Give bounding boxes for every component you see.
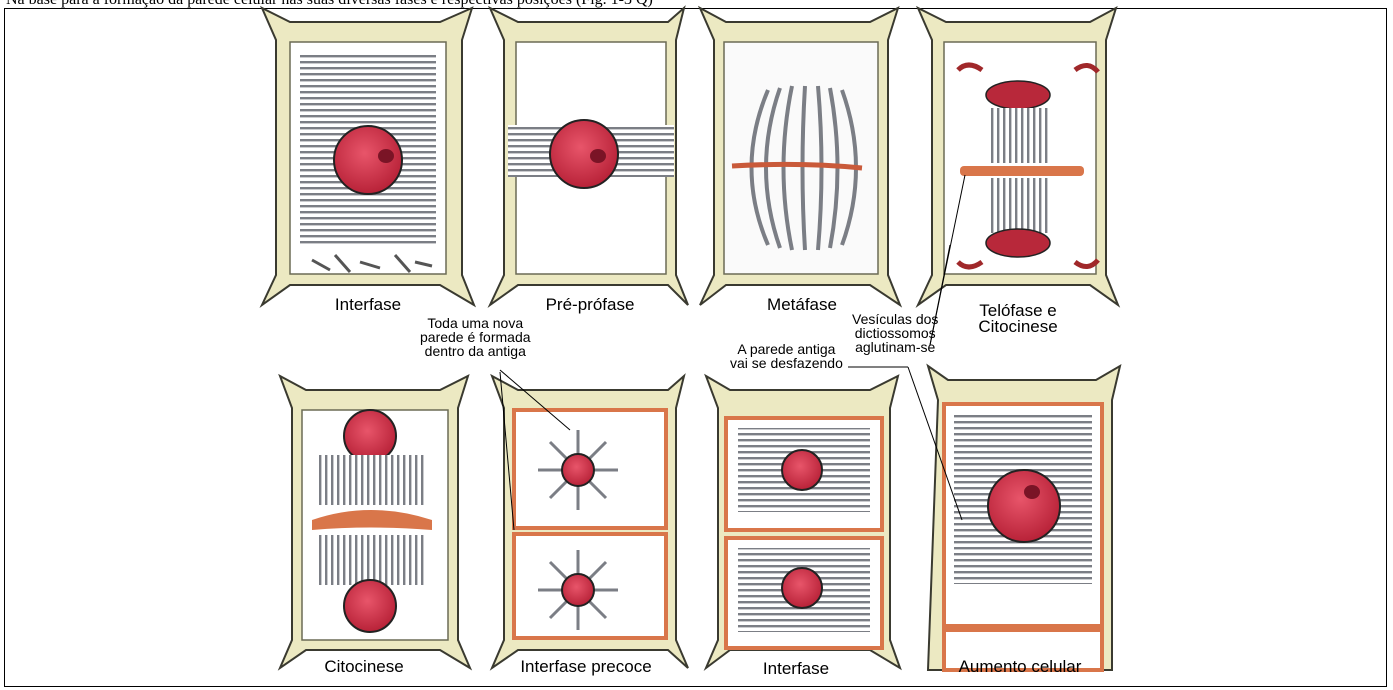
note-vesiculas-line2: dictiossomos [852, 326, 938, 340]
label-aumento-celular: Aumento celular [959, 658, 1082, 676]
label-telofase-line2: Citocinese [978, 318, 1057, 336]
label-citocinese: Citocinese [324, 658, 403, 676]
label-metafase: Metáfase [767, 296, 837, 314]
label-interfase-precoce: Interfase precoce [520, 658, 651, 676]
cell-aumento-celular [928, 366, 1120, 670]
note-vesiculas-line3: aglutinam-se [852, 340, 938, 354]
cell-metafase [700, 8, 900, 305]
label-interfase-bottom: Interfase [763, 660, 829, 678]
note-nova-parede-line1: Toda uma nova [420, 316, 531, 330]
note-nova-parede-line3: dentro da antiga [420, 344, 531, 358]
label-interfase-top: Interfase [335, 296, 401, 314]
note-nova-parede: Toda uma nova parede é formada dentro da… [420, 316, 531, 358]
note-parede-antiga-line2: vai se desfazendo [730, 356, 843, 370]
note-parede-antiga: A parede antiga vai se desfazendo [730, 342, 843, 370]
label-preprofase: Pré-prófase [546, 296, 635, 314]
cell-preprofase [490, 8, 688, 305]
note-vesiculas: Vesículas dos dictiossomos aglutinam-se [852, 312, 938, 354]
note-parede-antiga-line1: A parede antiga [730, 342, 843, 356]
cell-interfase-bottom [706, 376, 900, 668]
cell-interfase-precoce [492, 376, 688, 668]
cell-citocinese [280, 376, 470, 668]
note-nova-parede-line2: parede é formada [420, 330, 531, 344]
cell-telofase [918, 8, 1118, 305]
cell-interfase-top [262, 8, 474, 305]
note-vesiculas-line1: Vesículas dos [852, 312, 938, 326]
